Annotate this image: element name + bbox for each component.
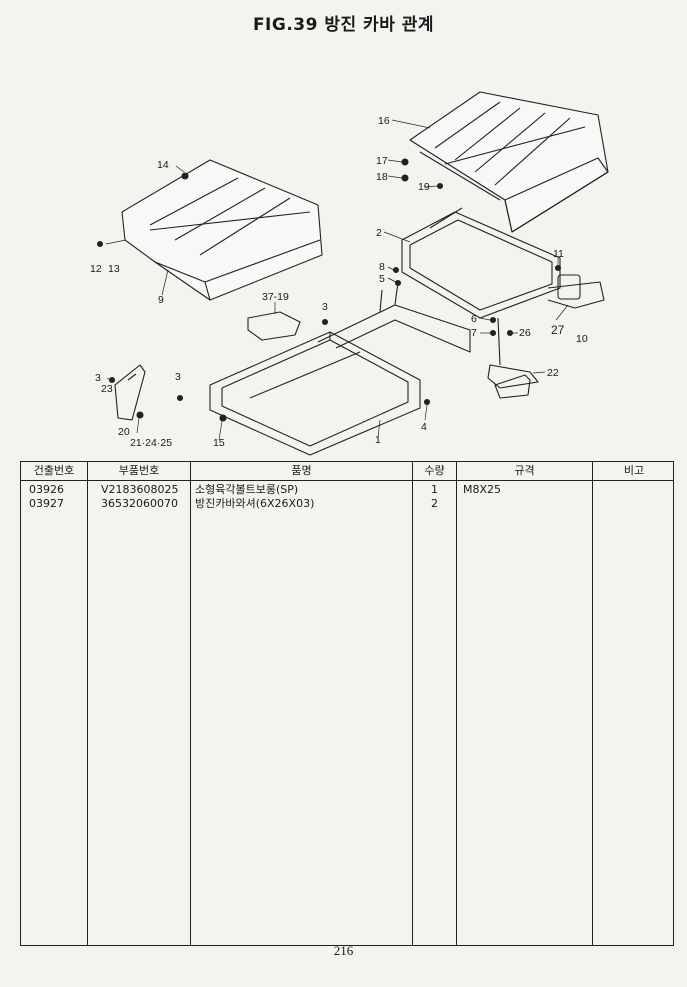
- callout-18: 18: [376, 171, 388, 183]
- callout-22: 22: [547, 367, 559, 379]
- cell-qty: 2: [431, 497, 438, 510]
- cell-part-no: 36532060070: [101, 497, 178, 510]
- callout-1: 1: [375, 434, 381, 446]
- cell-part-name: 방진카바와셔(6X26X03): [195, 497, 315, 510]
- header-qty: 수량: [413, 462, 457, 480]
- front-dust-cover: [121, 159, 323, 301]
- side-bracket: [114, 364, 146, 421]
- page-number: 216: [333, 943, 354, 958]
- page-title: FIG.39 방진 카바 관계: [252, 15, 435, 35]
- cell-spec: M8X25: [463, 483, 502, 496]
- header-part-no: 부품번호: [88, 462, 191, 480]
- lower-stay: [494, 374, 531, 399]
- callout-19: 19: [418, 181, 430, 193]
- callout-17: 17: [376, 155, 388, 167]
- cell-part-no: V2183608025: [101, 483, 179, 496]
- callout-3: 3: [322, 301, 328, 313]
- main-frame: [209, 281, 471, 456]
- callout-12: 12: [90, 263, 102, 275]
- callout-8: 8: [379, 261, 385, 273]
- leader-lines: [105, 119, 569, 441]
- callout-2: 2: [376, 227, 382, 239]
- cell-part-name: 소형육각볼트보롱(SP): [195, 483, 299, 496]
- callout-16: 16: [378, 115, 390, 127]
- table-row: 03926 V2183608025 소형육각볼트보롱(SP) 1 M8X25: [21, 482, 673, 497]
- cell-qty: 1: [431, 483, 438, 496]
- table-row: 03927 36532060070 방진카바와셔(6X26X03) 2: [21, 496, 673, 511]
- callout-11: 11: [553, 248, 564, 260]
- callout-23: 23: [101, 383, 113, 395]
- column-divider: [412, 480, 413, 945]
- callout-15: 15: [213, 437, 225, 449]
- cell-assy-no: 03927: [29, 497, 64, 510]
- rear-dust-cover: [409, 91, 609, 233]
- column-divider: [592, 480, 593, 945]
- callout-14: 14: [157, 159, 169, 171]
- column-divider: [87, 480, 88, 945]
- mount-bracket: [247, 311, 301, 341]
- fasteners: [96, 158, 562, 422]
- cover-support-frame: [401, 207, 605, 389]
- parts-table: 건출번호 부품번호 품명 수량 규격 비고 03926 V2183608025 …: [20, 461, 674, 946]
- callout-5: 5: [379, 273, 385, 285]
- callout-26: 26: [519, 327, 531, 339]
- column-divider: [456, 480, 457, 945]
- callout-7: 7: [471, 327, 477, 339]
- header-assy-no: 건출번호: [21, 462, 88, 480]
- callout-3-mid: 3: [175, 371, 181, 383]
- callout-10: 10: [576, 333, 588, 345]
- callout-13: 13: [108, 263, 120, 275]
- exploded-parts-diagram: 16 17 18 19 14 2 12 13 9 8 5 11 37-19 3 …: [90, 91, 609, 456]
- column-divider: [190, 480, 191, 945]
- header-spec: 규격: [457, 462, 593, 480]
- cell-assy-no: 03926: [29, 483, 64, 496]
- table-header: 건출번호 부품번호 품명 수량 규격 비고: [21, 462, 673, 481]
- callout-3-left: 3: [95, 372, 101, 384]
- callout-37-19: 37-19: [262, 291, 289, 303]
- callout-27: 27: [551, 323, 565, 337]
- header-part-name: 품명: [191, 462, 413, 480]
- callout-20: 20: [118, 426, 130, 438]
- callout-21-24-25: 21·24·25: [130, 437, 172, 449]
- callout-9: 9: [158, 294, 164, 306]
- callout-4: 4: [421, 421, 427, 433]
- header-remarks: 비고: [623, 464, 645, 477]
- callout-6: 6: [471, 313, 477, 325]
- callout-labels: 16 17 18 19 14 2 12 13 9 8 5 11 37-19 3 …: [90, 115, 588, 449]
